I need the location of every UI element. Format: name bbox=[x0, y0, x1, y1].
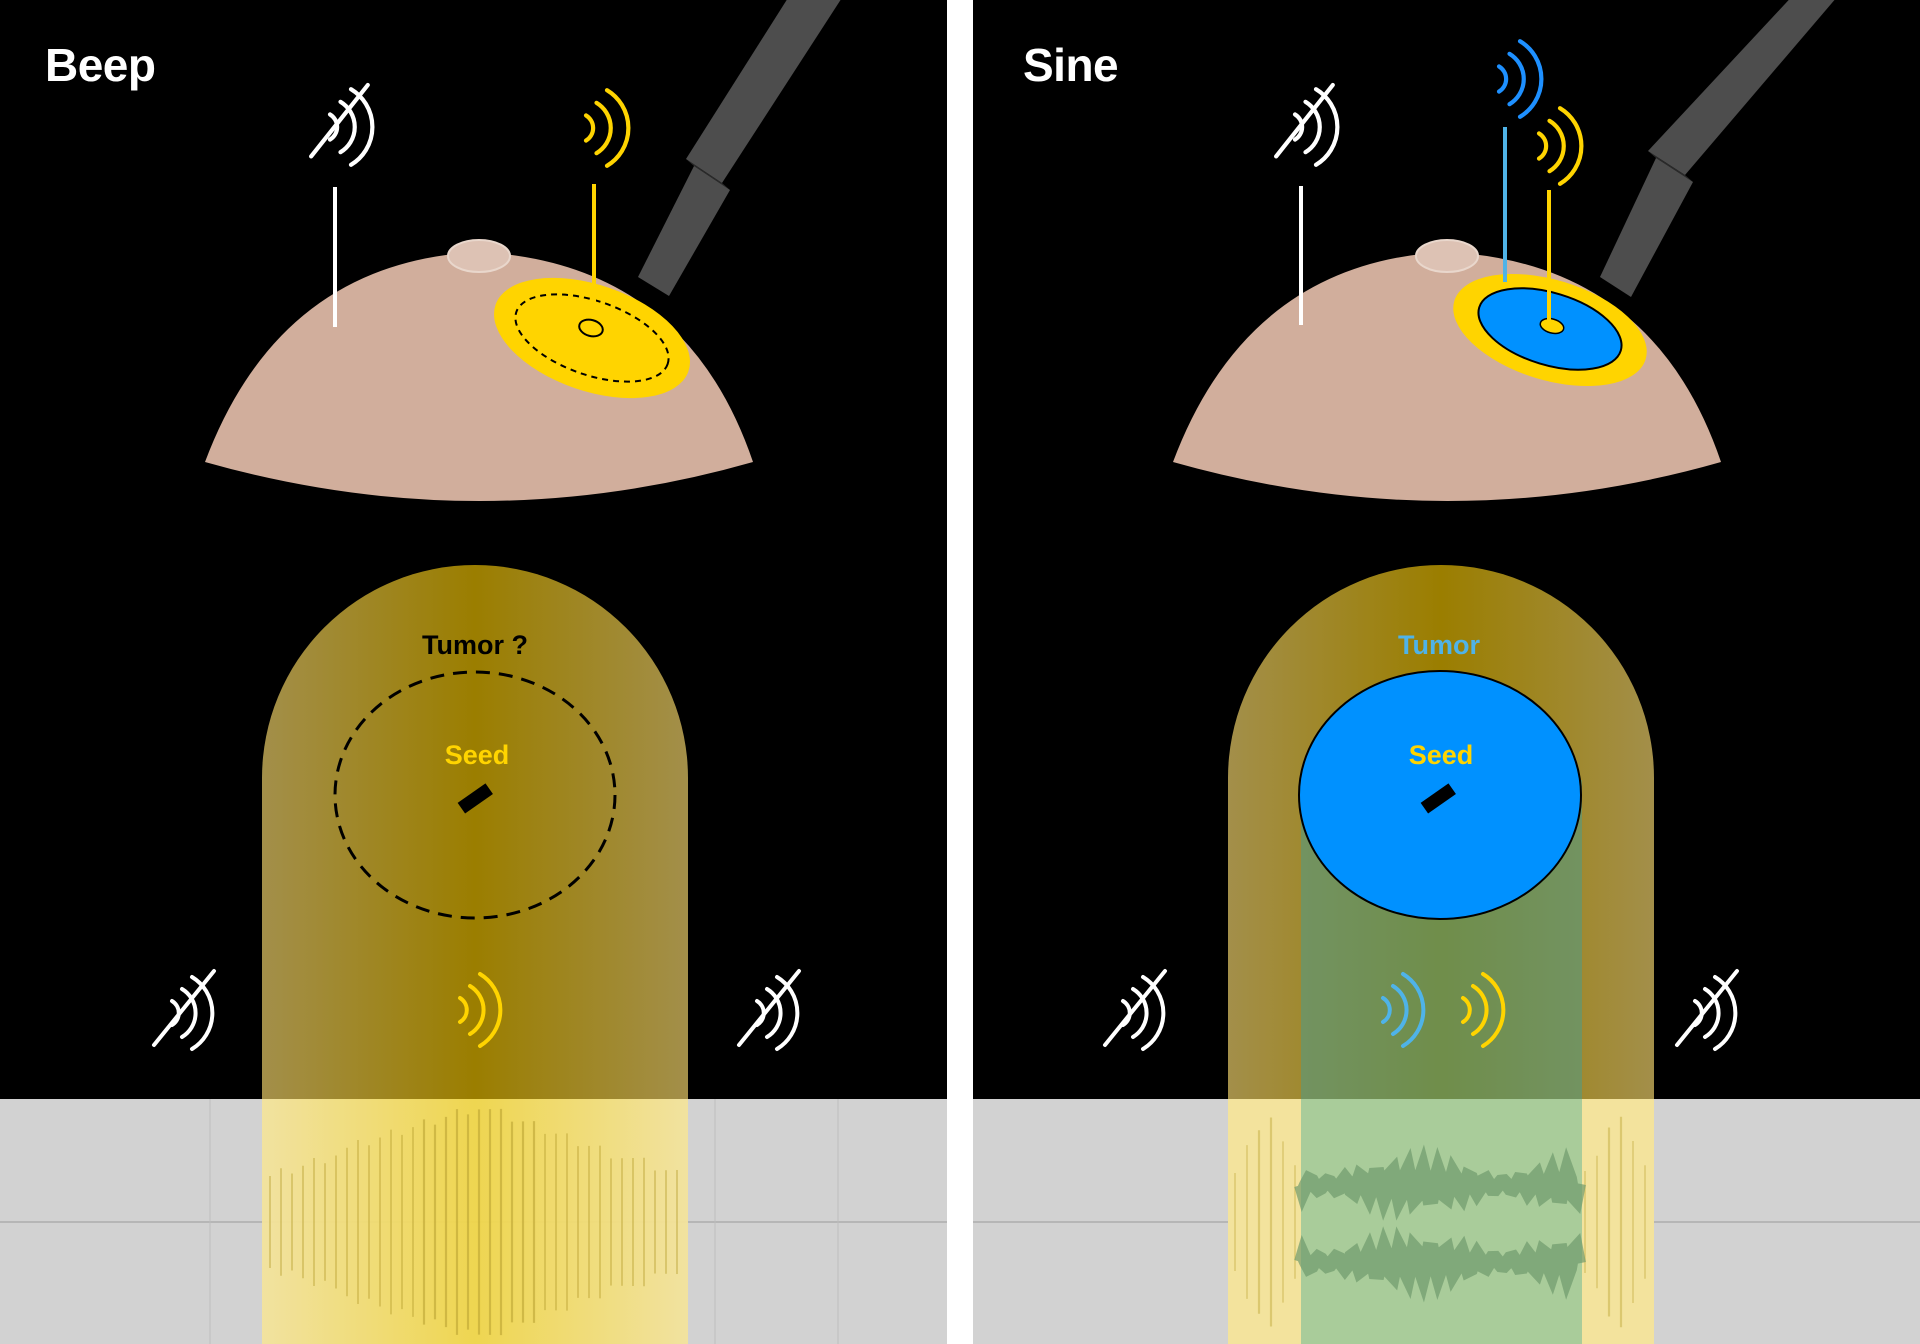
sound-on-icon bbox=[583, 88, 631, 168]
seed-label: Seed bbox=[445, 740, 510, 770]
tumor-waveform-highlight bbox=[1301, 1099, 1582, 1344]
sine-waveform bbox=[1294, 1144, 1586, 1303]
sound-off-icon bbox=[309, 82, 375, 167]
sine-diagram: Tumor Seed bbox=[973, 0, 1920, 1344]
sound-off-icon bbox=[737, 969, 801, 1051]
tumor-label: Tumor ? bbox=[422, 630, 528, 660]
sound-on-icon bbox=[1496, 39, 1544, 119]
beep-panel: Tumor ? Seed Beep bbox=[0, 0, 947, 1344]
sound-on-icon bbox=[1536, 106, 1584, 186]
tumor-margin-outline bbox=[514, 293, 670, 383]
breast-shape bbox=[1173, 252, 1721, 501]
beep-waveform bbox=[269, 1108, 678, 1336]
surgical-probe-icon bbox=[638, 0, 841, 296]
sound-off-icon bbox=[1675, 969, 1739, 1051]
waveform-highlight bbox=[262, 1099, 688, 1344]
sound-off-icon bbox=[152, 969, 216, 1051]
surgical-probe-icon bbox=[1600, 0, 1835, 297]
sine-panel: Tumor Seed Sine bbox=[973, 0, 1920, 1344]
nipple bbox=[447, 239, 511, 273]
sound-off-icon bbox=[1103, 969, 1167, 1051]
panel-title: Beep bbox=[45, 39, 156, 91]
nipple bbox=[1415, 239, 1479, 273]
seed-marker bbox=[1539, 317, 1565, 335]
beep-diagram: Tumor ? Seed bbox=[0, 0, 947, 1344]
seed-label: Seed bbox=[1409, 740, 1474, 770]
tumor-label: Tumor bbox=[1398, 630, 1480, 660]
sound-on-icon bbox=[458, 972, 503, 1048]
seed-icon bbox=[1420, 783, 1456, 814]
seed-signal-area bbox=[494, 277, 690, 399]
sound-off-icon bbox=[1274, 82, 1340, 167]
sound-on-icon bbox=[1381, 972, 1426, 1048]
sound-on-icon bbox=[1461, 972, 1506, 1048]
panel-title: Sine bbox=[1023, 39, 1119, 91]
seed-marker bbox=[578, 318, 604, 338]
seed-icon bbox=[457, 783, 493, 814]
tumor-outline bbox=[333, 670, 617, 920]
